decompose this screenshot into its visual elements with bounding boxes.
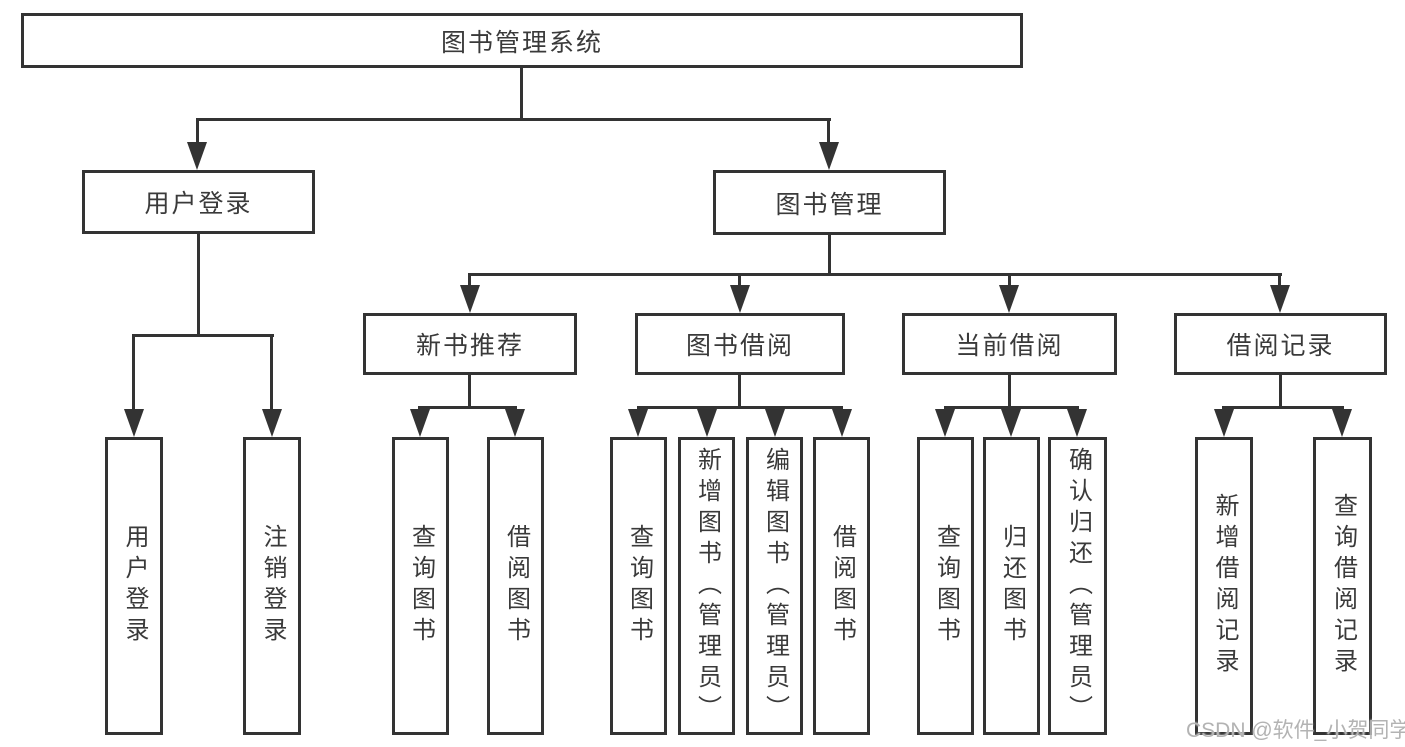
leaf-borrow-books-2-label: 借阅图书 [828,524,856,648]
leaf-query-books-3-label: 查询图书 [932,524,960,648]
node-new-book-recommend: 新书推荐 [363,313,577,375]
leaf-return-books: 归还图书 [983,437,1040,735]
arrowhead-leaf-add-record [1214,409,1234,437]
leaf-add-books-admin: 新增图书（管理员） [678,437,735,735]
connector-root-stem [520,68,523,118]
arrowhead-user-login [187,142,207,170]
node-user-login-label: 用户登录 [144,190,253,218]
node-book-management: 图书管理 [713,170,946,235]
connector-login-child2-stem [270,334,273,410]
arrowhead-leaf-user-login [124,409,144,437]
leaf-query-books-2-label: 查询图书 [625,524,653,648]
connector-mgmt-stem [828,235,831,273]
connector-cur-stem [1008,375,1011,406]
node-borrowing-records-label: 借阅记录 [1226,332,1335,360]
node-new-book-recommend-label: 新书推荐 [415,332,524,360]
connector-mgmt-hist-stem [1278,273,1281,285]
leaf-add-borrow-record-label: 新增借阅记录 [1211,493,1238,679]
arrowhead-borrowing-records [1270,285,1290,313]
connector-rec-stem [468,375,471,406]
leaf-query-books-1: 查询图书 [392,437,449,735]
connector-mgmt-rec-stem [468,273,471,285]
leaf-edit-books-admin-label: 编辑图书（管理员） [761,446,789,726]
arrowhead-leaf-edit-books [765,409,785,437]
arrowhead-leaf-borrow-books-1 [505,409,525,437]
connector-login-horizontal [132,334,274,337]
leaf-query-books-3: 查询图书 [917,437,974,735]
leaf-logout-label: 注销登录 [259,524,286,648]
leaf-add-books-admin-label: 新增图书（管理员） [693,446,721,726]
connector-hist-horizontal [1222,406,1344,409]
arrowhead-book-management [819,142,839,170]
node-user-login: 用户登录 [82,170,315,234]
arrowhead-book-borrowing [730,285,750,313]
node-borrowing-records: 借阅记录 [1174,313,1387,375]
connector-cur-horizontal [944,406,1079,409]
arrowhead-leaf-query-books-2 [628,409,648,437]
node-library-system: 图书管理系统 [21,13,1023,68]
leaf-edit-books-admin: 编辑图书（管理员） [746,437,803,735]
arrowhead-leaf-borrow-books-2 [832,409,852,437]
arrowhead-leaf-query-books-3 [935,409,955,437]
connector-root-horizontal [196,118,831,121]
arrowhead-leaf-query-books-1 [410,409,430,437]
connector-borrow-horizontal [637,406,843,409]
connector-mgmt-borrow-stem [738,273,741,285]
leaf-query-borrow-record-label: 查询借阅记录 [1329,493,1357,679]
arrowhead-leaf-confirm-return [1067,409,1087,437]
leaf-borrow-books-2: 借阅图书 [813,437,870,735]
node-book-borrowing-label: 图书借阅 [685,332,794,360]
connector-rec-horizontal [418,406,517,409]
leaf-user-login: 用户登录 [105,437,163,735]
connector-login-child1-stem [132,334,135,410]
leaf-logout: 注销登录 [243,437,301,735]
leaf-query-books-1-label: 查询图书 [407,524,435,648]
node-current-borrowing-label: 当前借阅 [955,332,1064,360]
leaf-query-borrow-record: 查询借阅记录 [1313,437,1372,735]
leaf-query-books-2: 查询图书 [610,437,667,735]
leaf-borrow-books-1: 借阅图书 [487,437,544,735]
arrowhead-leaf-add-books [697,409,717,437]
connector-borrow-stem [738,375,741,406]
connector-mgmt-cur-stem [1008,273,1011,285]
connector-mgmt-horizontal [468,273,1282,276]
connector-hist-stem [1279,375,1282,406]
leaf-confirm-return-admin: 确认归还（管理员） [1048,437,1107,735]
leaf-confirm-return-admin-label: 确认归还（管理员） [1064,446,1092,726]
arrowhead-leaf-logout [262,409,282,437]
arrowhead-current-borrowing [999,285,1019,313]
arrowhead-leaf-return-books [1001,409,1021,437]
arrowhead-leaf-query-record [1332,409,1352,437]
leaf-borrow-books-1-label: 借阅图书 [502,524,530,648]
node-book-borrowing: 图书借阅 [635,313,845,375]
arrowhead-new-book-recommend [460,285,480,313]
connector-root-to-mgmt-stem [827,118,830,142]
leaf-add-borrow-record: 新增借阅记录 [1195,437,1253,735]
node-current-borrowing: 当前借阅 [902,313,1117,375]
node-book-management-label: 图书管理 [775,190,884,219]
connector-root-to-login-stem [196,118,199,142]
connector-login-stem [197,234,200,334]
csdn-watermark: CSDN @软件_小贺同学 [1186,719,1405,742]
leaf-return-books-label: 归还图书 [998,524,1026,648]
leaf-user-login-label: 用户登录 [121,524,148,648]
node-library-system-label: 图书管理系统 [440,28,603,57]
